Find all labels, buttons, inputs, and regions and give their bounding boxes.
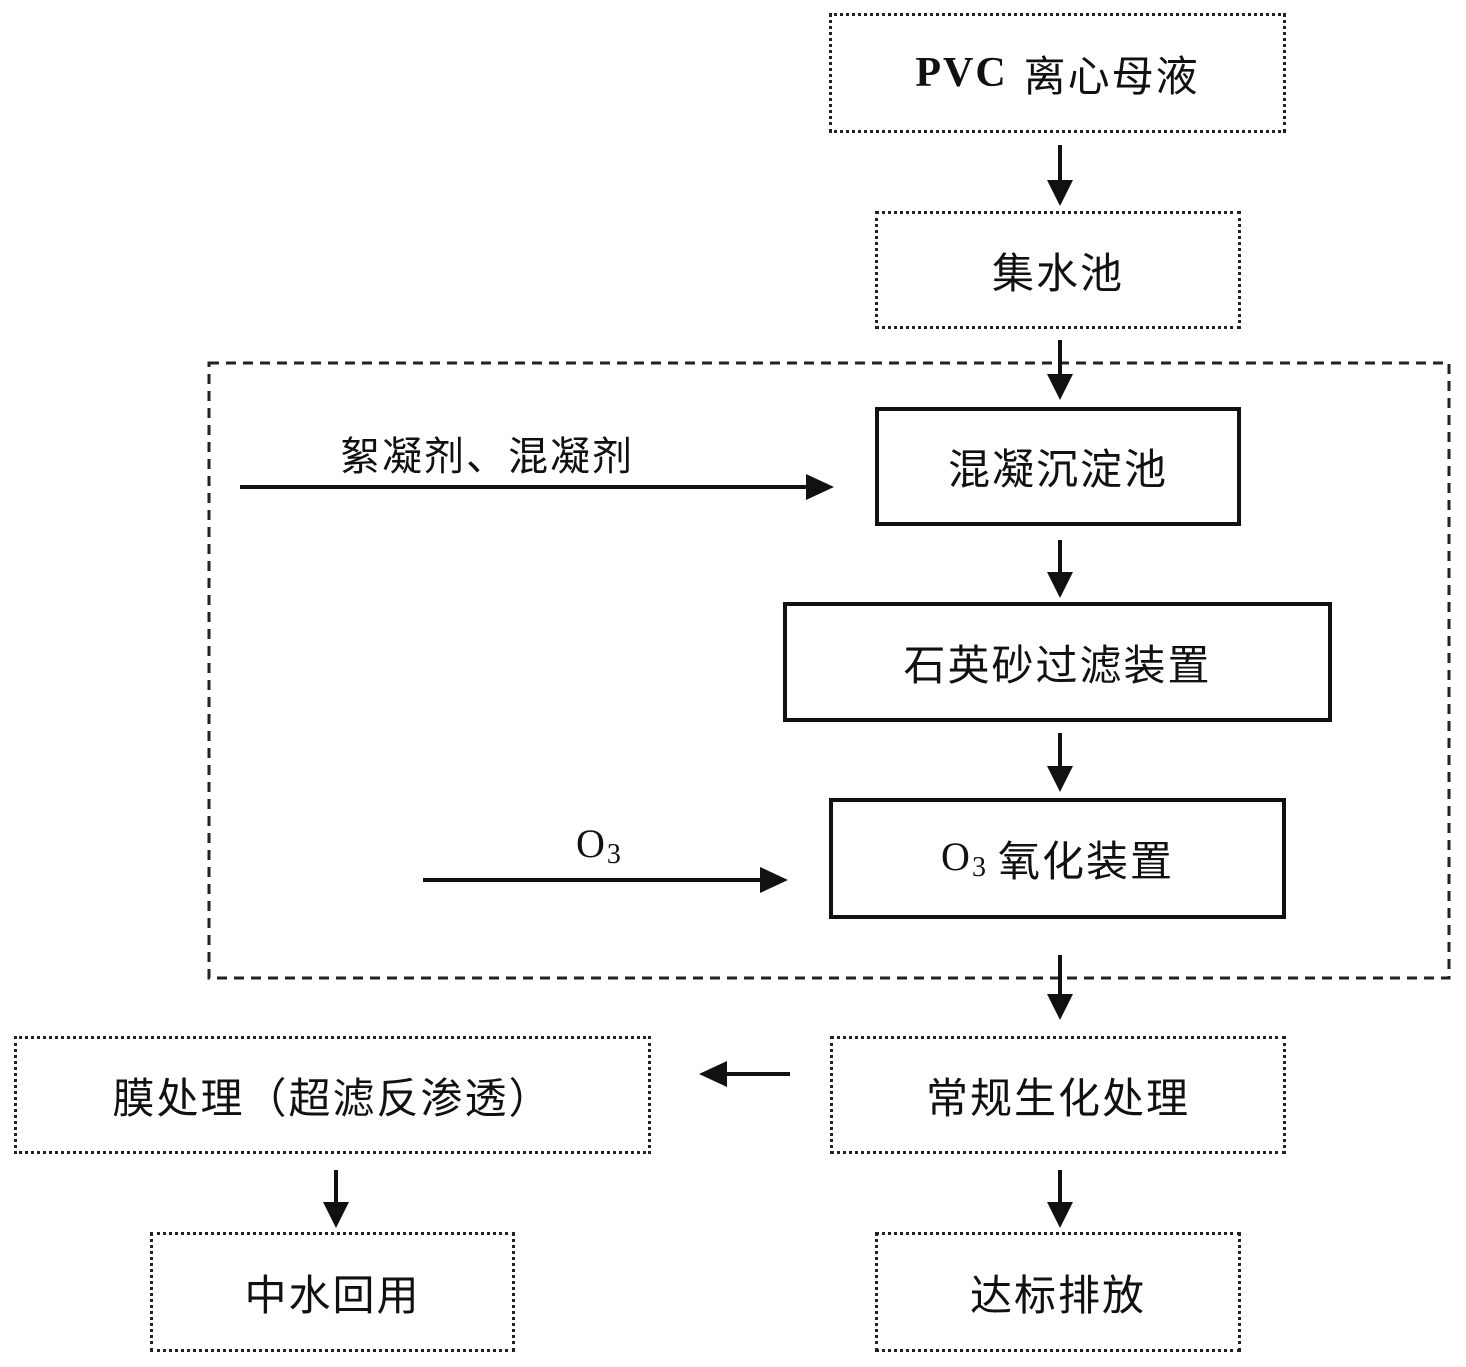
water-reuse-label: 中水回用 <box>244 1270 421 1320</box>
collection-tank-box: 集水池 <box>875 211 1241 329</box>
standard-discharge-box: 达标排放 <box>875 1232 1241 1352</box>
mother-liquor-label: 离心母液 <box>1023 51 1200 101</box>
ozone-oxidation-box: O3 氧化装置 <box>829 798 1286 919</box>
coagulation-sedimentation-box: 混凝沉淀池 <box>875 407 1241 526</box>
ozone-o: O <box>941 834 972 879</box>
ozone-oxidation-label: 氧化装置 <box>997 837 1174 886</box>
membrane-treatment-label: 膜处理（超滤反渗透） <box>112 1073 553 1123</box>
collection-tank-label: 集水池 <box>991 248 1124 298</box>
standard-discharge-label: 达标排放 <box>969 1270 1146 1320</box>
ozone-input-subscript: 3 <box>606 839 623 870</box>
coagulation-sedimentation-label: 混凝沉淀池 <box>947 445 1168 494</box>
flocculant-input-label: 絮凝剂、混凝剂 <box>340 434 634 480</box>
ozone-input-o: O <box>576 821 607 866</box>
ozone-subscript: 3 <box>971 852 988 883</box>
quartz-sand-filter-label: 石英砂过滤装置 <box>903 640 1212 690</box>
quartz-sand-filter-box: 石英砂过滤装置 <box>783 602 1332 722</box>
pvc-label: PVC <box>915 50 1008 96</box>
biochemical-treatment-label: 常规生化处理 <box>925 1073 1190 1123</box>
water-reuse-box: 中水回用 <box>150 1232 515 1352</box>
pretreatment-group-outline <box>207 361 1451 980</box>
biochemical-treatment-box: 常规生化处理 <box>830 1036 1286 1154</box>
ozone-input-label: O3 <box>576 820 623 871</box>
pvc-mother-liquor-box: PVC 离心母液 <box>829 13 1286 133</box>
membrane-treatment-box: 膜处理（超滤反渗透） <box>14 1036 651 1154</box>
ozone-formula: O3 <box>941 833 988 884</box>
